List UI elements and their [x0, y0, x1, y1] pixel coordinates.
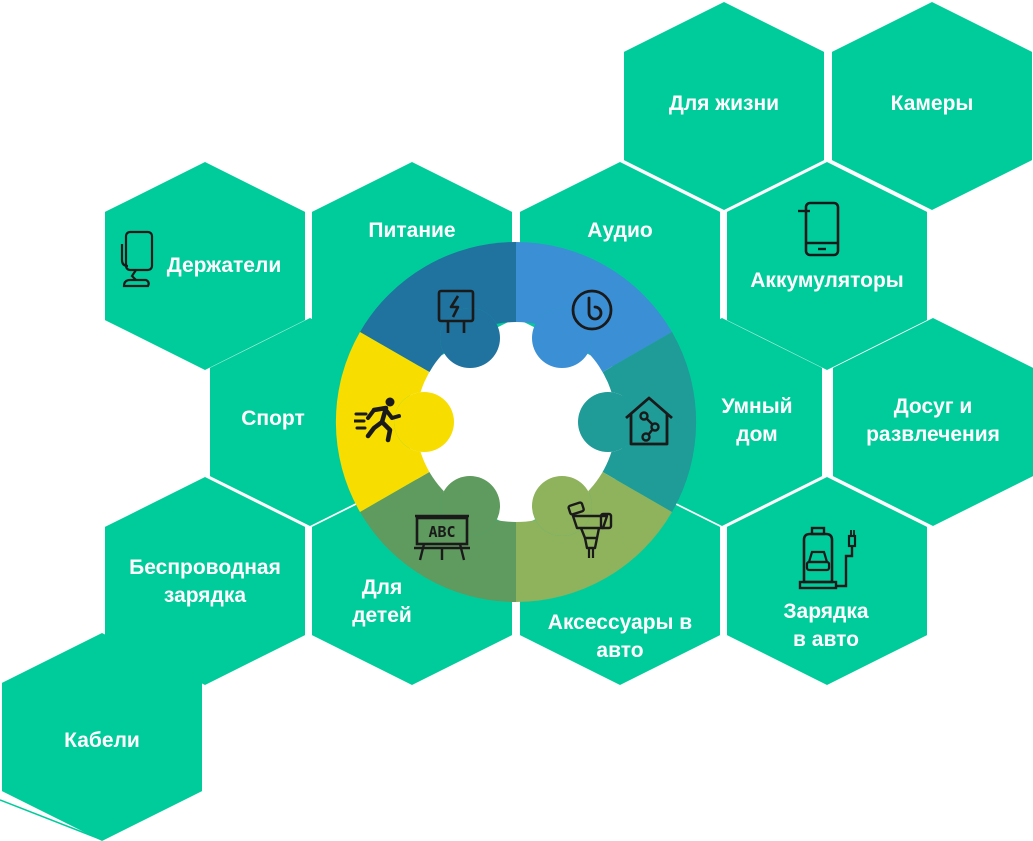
power-plug-icon — [437, 289, 475, 333]
knob-power — [440, 308, 500, 368]
hex-wireless-charging[interactable] — [105, 477, 305, 685]
smart-home-icon — [625, 396, 673, 446]
ring-segment-car-accessories[interactable] — [516, 422, 672, 603]
knob-car-accessories — [532, 476, 592, 536]
ring-segment-kids[interactable] — [360, 422, 516, 602]
hex-for-life[interactable] — [624, 2, 824, 210]
hex-batteries[interactable] — [727, 162, 927, 370]
hex-leisure[interactable] — [833, 318, 1033, 526]
knob-smart-home — [578, 392, 638, 452]
speaker-icon — [571, 289, 613, 331]
car-charger-icon — [798, 526, 857, 590]
car-mount-icon — [567, 501, 613, 558]
power-bank-icon — [798, 201, 840, 257]
knob-sport — [394, 392, 454, 452]
running-person-icon — [354, 397, 401, 443]
hex-holders[interactable] — [105, 162, 305, 370]
decorative-line — [0, 799, 101, 840]
ring-segment-power[interactable] — [360, 241, 516, 422]
hex-cameras[interactable] — [832, 2, 1032, 210]
ring-segment-audio[interactable] — [516, 241, 672, 422]
abc-board-icon: ABC — [414, 514, 470, 561]
abc-board-text: ABC — [428, 523, 455, 541]
phone-holder-icon — [120, 230, 154, 288]
hex-cables[interactable] — [2, 633, 202, 841]
knob-kids — [440, 476, 500, 536]
